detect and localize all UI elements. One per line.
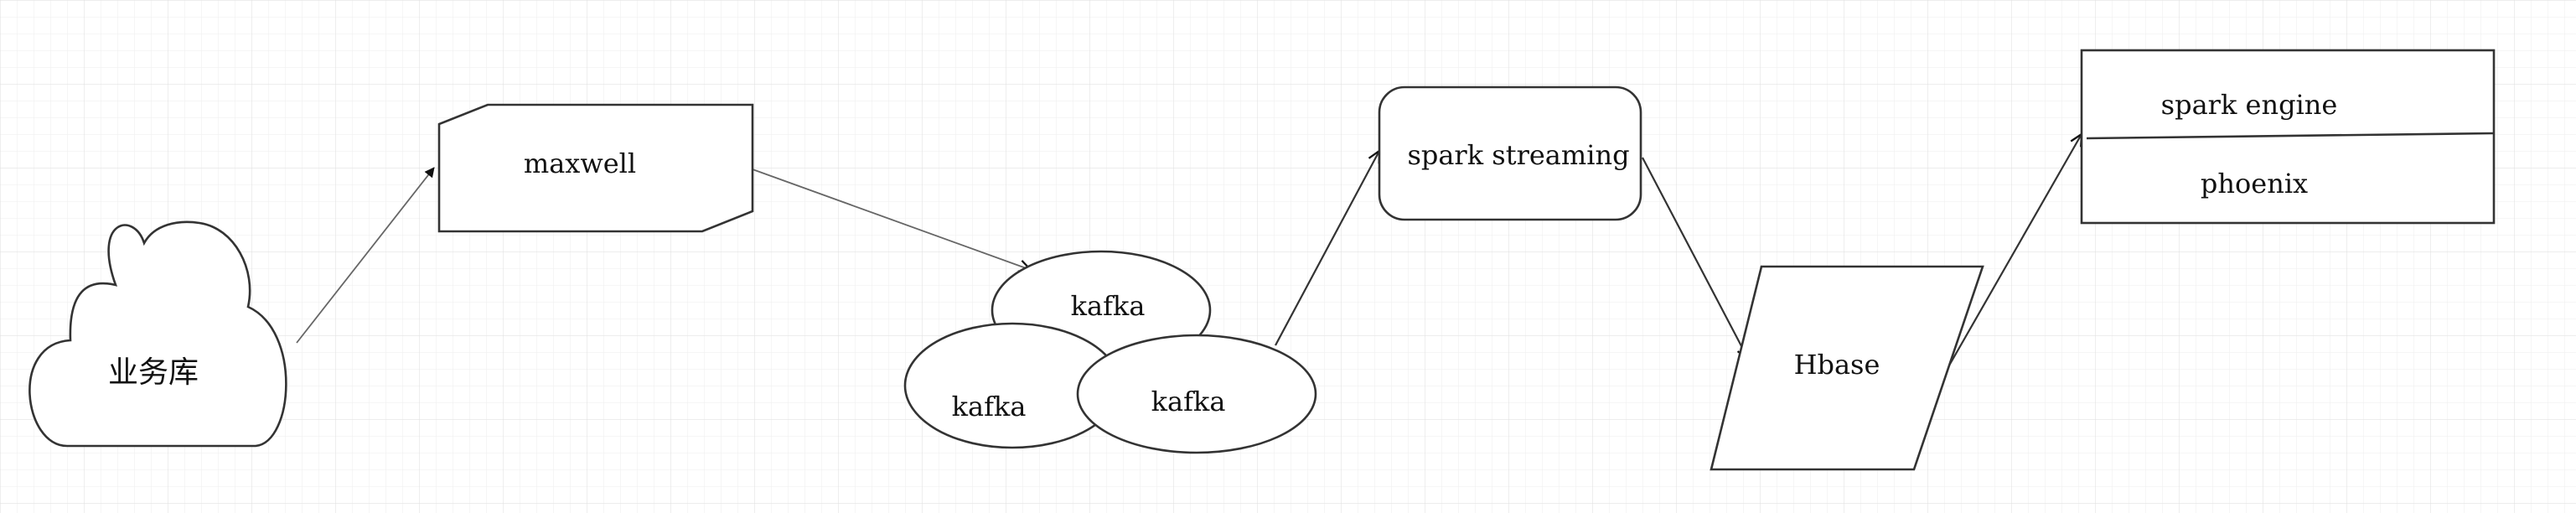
kafka-top-label: kafka (1071, 290, 1146, 322)
node-hbase-label: Hbase (1794, 349, 1880, 381)
node-hbase[interactable]: Hbase (1710, 265, 1984, 471)
section-divider (2086, 132, 2495, 140)
node-maxwell[interactable]: maxwell (437, 103, 754, 233)
kafka-right-label: kafka (1151, 386, 1226, 417)
node-spark-engine-label: spark engine (2161, 89, 2338, 121)
edge-db-to-maxwell (296, 167, 435, 344)
node-maxwell-label: maxwell (524, 148, 636, 179)
parallelogram-shape (1710, 265, 1984, 471)
kafka-ellipse-right (1076, 334, 1317, 454)
node-business-db[interactable]: 业务库 (28, 220, 287, 448)
node-spark-engine-phoenix[interactable]: spark engine phoenix (2080, 49, 2496, 225)
node-kafka-cluster[interactable]: kafka kafka kafka (903, 250, 1317, 454)
edge-kafka-to-spark-streaming (1275, 151, 1379, 346)
node-spark-streaming[interactable]: spark streaming (1378, 86, 1642, 221)
edge-spark-streaming-to-hbase (1642, 157, 1748, 359)
edge-hbase-to-spark-engine (1948, 134, 2082, 366)
rounded-rect-shape (1378, 86, 1642, 221)
card-shape (437, 103, 754, 233)
edge-maxwell-to-kafka (752, 168, 1031, 270)
node-spark-streaming-label: spark streaming (1407, 139, 1629, 171)
node-business-db-label: 业务库 (108, 355, 199, 390)
cloud-shape (28, 220, 287, 448)
kafka-left-label: kafka (952, 391, 1027, 422)
node-phoenix-label: phoenix (2201, 168, 2308, 200)
